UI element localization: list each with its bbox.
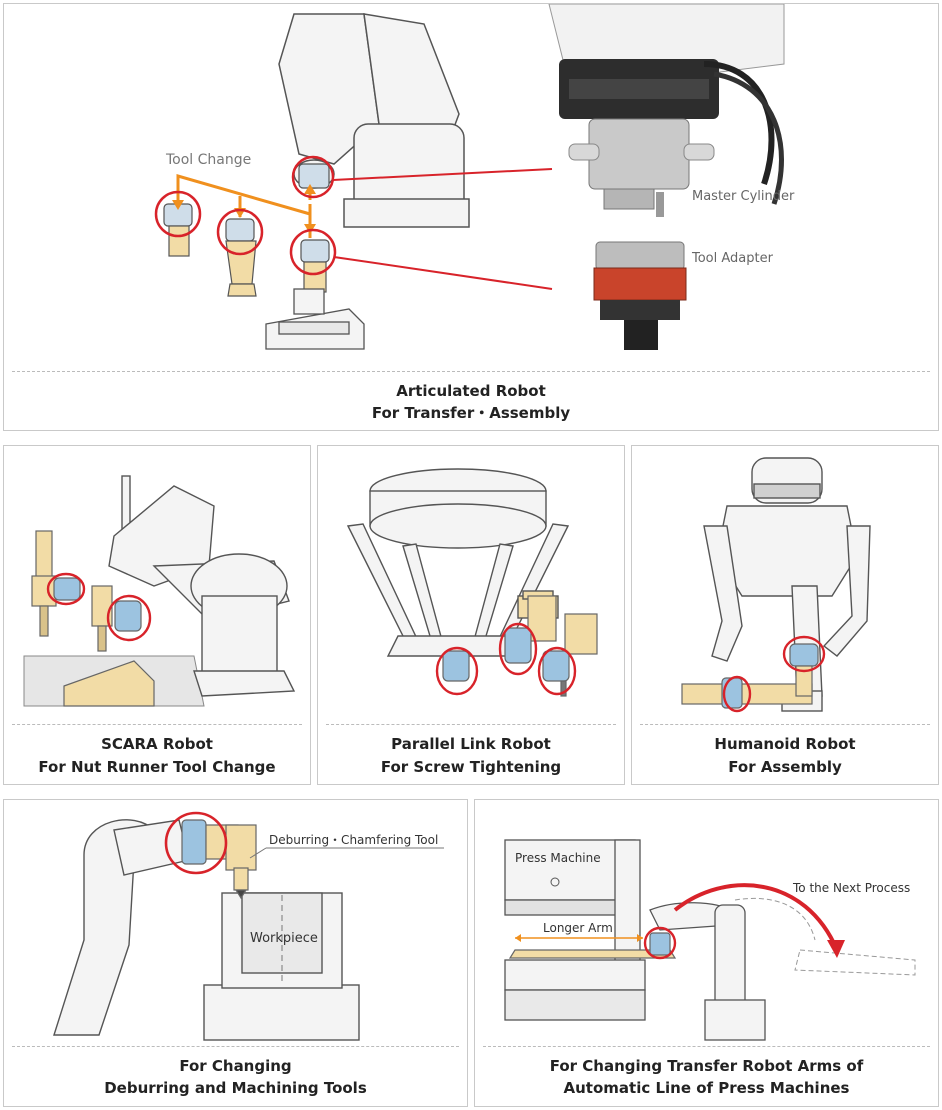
parallel-caption-line2: For Screw Tightening bbox=[380, 758, 562, 776]
divider bbox=[12, 724, 302, 725]
scara-robot-panel: SCARA Robot For Nut Runner Tool Change bbox=[3, 445, 311, 785]
tool-circle-1 bbox=[154, 190, 202, 238]
master-cylinder-photo bbox=[548, 4, 785, 217]
divider bbox=[12, 371, 930, 372]
humanoid-robot-illustration bbox=[681, 457, 871, 713]
tool-circle-2 bbox=[216, 208, 264, 256]
humanoid-robot-panel: Humanoid Robot For Assembly bbox=[631, 445, 939, 785]
humanoid-caption-line1: Humanoid Robot bbox=[714, 735, 856, 753]
master-circle bbox=[291, 155, 335, 199]
divider bbox=[640, 724, 930, 725]
deburring-panel: Deburring・Chamfering Tool Workpiece For … bbox=[3, 799, 468, 1107]
humanoid-caption-line2: For Assembly bbox=[728, 758, 842, 776]
master-cylinder-small bbox=[298, 163, 330, 189]
articulated-caption-line1: Articulated Robot bbox=[396, 382, 546, 400]
tool-circle-3 bbox=[289, 228, 337, 276]
deburr-caption-line1: For Changing bbox=[179, 1057, 292, 1075]
divider bbox=[483, 1046, 930, 1047]
tool-adapter-label: Tool Adapter bbox=[691, 251, 774, 266]
press-caption-line2: Automatic Line of Press Machines bbox=[563, 1079, 850, 1097]
press-machine-illustration: Press Machine Longer Arm To the Next Pro… bbox=[504, 839, 916, 1041]
press-machine-label: Press Machine bbox=[515, 851, 601, 865]
scara-robot-illustration bbox=[23, 475, 296, 707]
master-cylinder-label: Master Cylinder bbox=[692, 189, 795, 204]
deburr-caption-line2: Deburring and Machining Tools bbox=[104, 1079, 367, 1097]
deburring-illustration: Deburring・Chamfering Tool Workpiece bbox=[53, 811, 444, 1041]
deburring-tool-label: Deburring・Chamfering Tool bbox=[269, 833, 438, 847]
parallel-link-robot-panel: Parallel Link Robot For Screw Tightening bbox=[317, 445, 625, 785]
workpiece-label: Workpiece bbox=[250, 931, 318, 946]
parallel-link-robot-illustration bbox=[346, 468, 598, 697]
press-caption-line1: For Changing Transfer Robot Arms of bbox=[549, 1057, 864, 1075]
scara-caption-line1: SCARA Robot bbox=[101, 735, 213, 753]
articulated-robot-illustration: Tool Change Master Cylinder Tool Adapter bbox=[154, 4, 795, 350]
next-process-label: To the Next Process bbox=[792, 881, 910, 895]
tool-adapter-photo bbox=[593, 241, 687, 350]
scara-caption-line2: For Nut Runner Tool Change bbox=[38, 758, 276, 776]
longer-arm-label: Longer Arm bbox=[543, 921, 613, 935]
press-machine-panel: Press Machine Longer Arm To the Next Pro… bbox=[474, 799, 939, 1107]
divider bbox=[12, 1046, 459, 1047]
tool-change-label: Tool Change bbox=[165, 152, 251, 168]
divider bbox=[326, 724, 616, 725]
parallel-caption-line1: Parallel Link Robot bbox=[391, 735, 551, 753]
articulated-caption-line2: For Transfer・Assembly bbox=[371, 404, 571, 422]
articulated-robot-panel: Tool Change Master Cylinder Tool Adapter… bbox=[3, 3, 939, 431]
